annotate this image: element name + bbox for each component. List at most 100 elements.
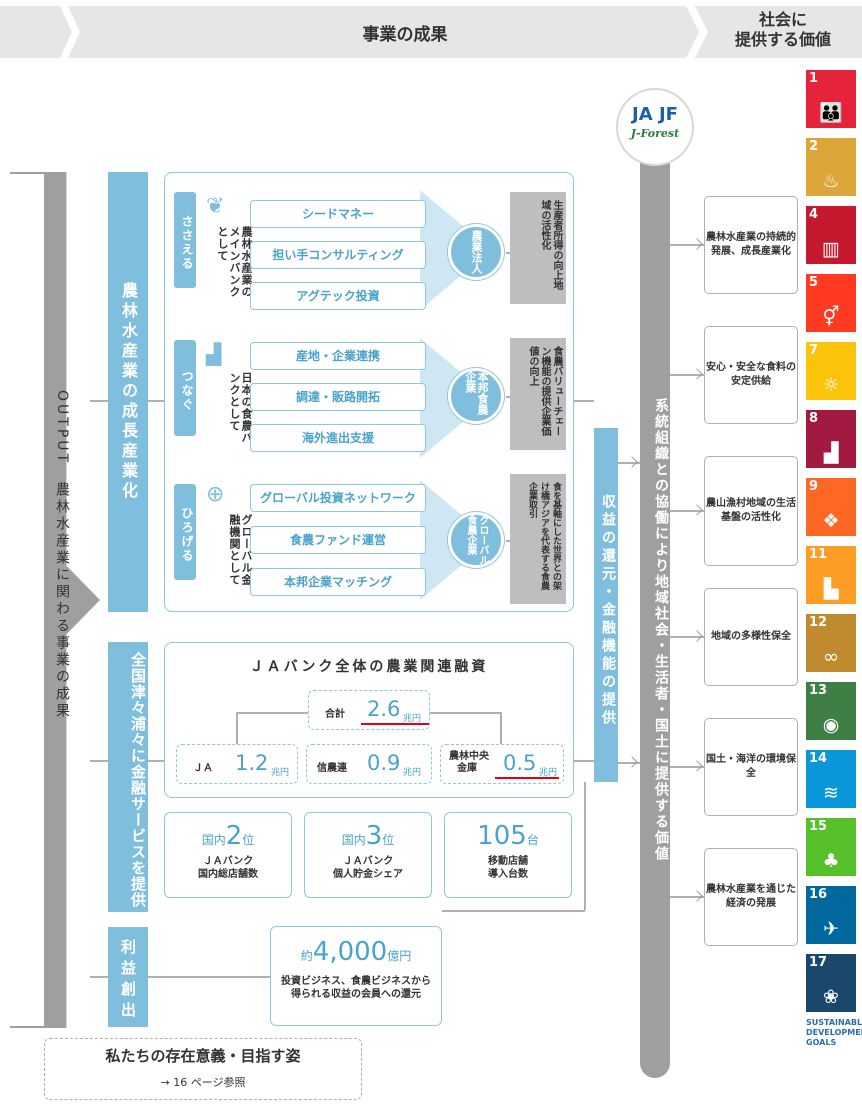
value-banner (690, 6, 862, 58)
sdg-13-tile: 13◉ (806, 682, 856, 740)
seedling-icon: ❦ (206, 194, 225, 219)
shinren-box: 信農連 0.9 兆円 (306, 744, 432, 784)
gender-icon: ⚥ (822, 306, 840, 328)
pillar-growth: 農林水産業の成長産業化 (108, 172, 148, 612)
target-circle: 本邦食農企業 (448, 368, 504, 424)
target-circle: グローバル食農企業 (448, 512, 504, 568)
connector (618, 462, 640, 464)
arrow-right-icon (691, 760, 703, 772)
connector (148, 400, 164, 402)
connector (506, 252, 512, 254)
ja-bank-title: ＪＡバンク全体の農業関連融資 (249, 659, 489, 675)
connector (670, 766, 704, 768)
profit-box: 約4,000億円 投資ビジネス、食農ビジネスから 得られる収益の会員への還元 (270, 926, 442, 1026)
result-box: 生産者所得の向上地域の活性化 (510, 192, 566, 304)
sun-icon: ☼ (822, 374, 840, 396)
value-box: 農林水産業の持続的発展、成長産業化 (704, 196, 798, 294)
rank-box: 国内3位 ＪＡバンク 個人貯金シェア (304, 812, 432, 898)
sdg-12-tile: 12∞ (806, 614, 856, 672)
cubes-icon: ❖ (822, 510, 840, 532)
tab-hirogeru: ひろげる (174, 484, 196, 580)
sdg-7-tile: 7☼ (806, 342, 856, 400)
factory-icon: ▟ (206, 342, 222, 366)
value-box: 国土・海洋の環境保全 (704, 718, 798, 816)
bowl-icon: ♨ (822, 170, 840, 192)
sdg-11-tile: 11▙ (806, 546, 856, 604)
value-box: 農林水産業を通じた経済の発展 (704, 848, 798, 946)
ja-jf-logo: JA JF J-Forest (616, 88, 694, 166)
item-overseas: 海外進出支援 (250, 424, 426, 452)
arrow-right-icon (691, 368, 703, 380)
book-icon: ▥ (822, 238, 840, 260)
tab-sasaeru: ささえる (174, 192, 196, 288)
sdg-17-tile: 17❀ (806, 954, 856, 1012)
arrow-right-icon (626, 456, 638, 468)
connector (236, 712, 238, 744)
arrow-right-icon (691, 890, 703, 902)
tab-tsunagu: つなぐ (174, 340, 196, 436)
pillar-profit: 利益創出 (108, 927, 148, 1027)
value-box: 安心・安全な食料の安定供給 (704, 326, 798, 424)
underline (495, 777, 559, 779)
connector (506, 540, 512, 542)
connector (506, 396, 512, 398)
connector (90, 760, 110, 762)
item-global-network: グローバル投資ネットワーク (250, 484, 426, 512)
connector (90, 400, 110, 402)
item-agtech: アグテック投資 (250, 282, 426, 310)
growth-icon: ▟ (823, 442, 839, 464)
pillar-finance: 全国津々浦々に金融サービスを提供 (108, 642, 148, 912)
outcome-title: 事業の成果 (362, 25, 448, 45)
people-icon: 👪 (819, 102, 843, 124)
target-circle: 農業法人 (448, 224, 504, 280)
arrow-right-icon (691, 504, 703, 516)
value-box: 地域の多様性保全 (704, 588, 798, 686)
sdg-14-tile: 14≋ (806, 750, 856, 808)
item-regional-link: 産地・企業連携 (250, 342, 426, 370)
fish-icon: ≋ (823, 782, 839, 804)
sdgs-logo: SUSTAINABLE DEVELOPMENT GOALS (806, 1018, 862, 1047)
connector (584, 782, 586, 910)
sdg-4-tile: 4▥ (806, 206, 856, 264)
connector (574, 400, 594, 402)
item-consulting: 担い手コンサルティング (250, 241, 426, 269)
sdg-8-tile: 8▟ (806, 410, 856, 468)
sdg-2-tile: 2♨ (806, 138, 856, 196)
role-label: 農林水産業のメインバンクとして (216, 226, 253, 298)
rank-box: 国内2位 ＪＡバンク 国内総店舗数 (164, 812, 292, 898)
city-icon: ▙ (823, 578, 839, 600)
center-column-text: 系統組織との協働により地域社会・生活者・国土に提供する価値 (653, 398, 669, 862)
output-bracket (10, 172, 46, 174)
arrow-right-icon (691, 630, 703, 642)
sdg-9-tile: 9❖ (806, 478, 856, 536)
result-box: 食農バリューチェーン機能の提供企業価値の向上 (510, 338, 566, 450)
connector (574, 760, 594, 762)
sdg-5-tile: 5⚥ (806, 274, 856, 332)
item-food-fund: 食農ファンド運営 (250, 526, 426, 554)
eye-icon: ◉ (822, 714, 840, 736)
output-label: OUTPUT 農林水産業に関わる事業の成果 (54, 390, 70, 721)
page-reference-link[interactable]: → 16 ページ参照 (160, 1076, 246, 1089)
connector (670, 510, 704, 512)
value-title: 社会に 提供する価値 (734, 10, 831, 49)
connector (500, 712, 502, 744)
rank-box: 105台 移動店舗 導入台数 (444, 812, 572, 898)
center-column (640, 112, 670, 1078)
purpose-box: 私たちの存在意義・目指す姿 → 16 ページ参照 (44, 1038, 362, 1100)
purpose-title: 私たちの存在意義・目指す姿 (105, 1047, 301, 1065)
connector (670, 244, 704, 246)
underline (361, 723, 429, 725)
ja-box: ＪＡ 1.2 兆円 (176, 744, 298, 784)
dove-icon: ✈ (823, 918, 839, 940)
outcome-banner (0, 6, 690, 58)
return-pillar: 収益の還元・金融機能の提供 (594, 428, 618, 782)
globe-icon: ⊕ (206, 482, 225, 507)
result-box: 食を基軸にした世界との架け橋アジアを代表する食農企業取引 (510, 474, 566, 604)
connector (442, 910, 585, 912)
value-box: 農山漁村地域の生活基盤の活性化 (704, 456, 798, 566)
connector (90, 976, 110, 978)
item-matching: 本邦企業マッチング (250, 568, 426, 596)
sdg-16-tile: 16✈ (806, 886, 856, 944)
role-label: 日本の食農バンクとして (228, 372, 253, 444)
connector (670, 636, 704, 638)
